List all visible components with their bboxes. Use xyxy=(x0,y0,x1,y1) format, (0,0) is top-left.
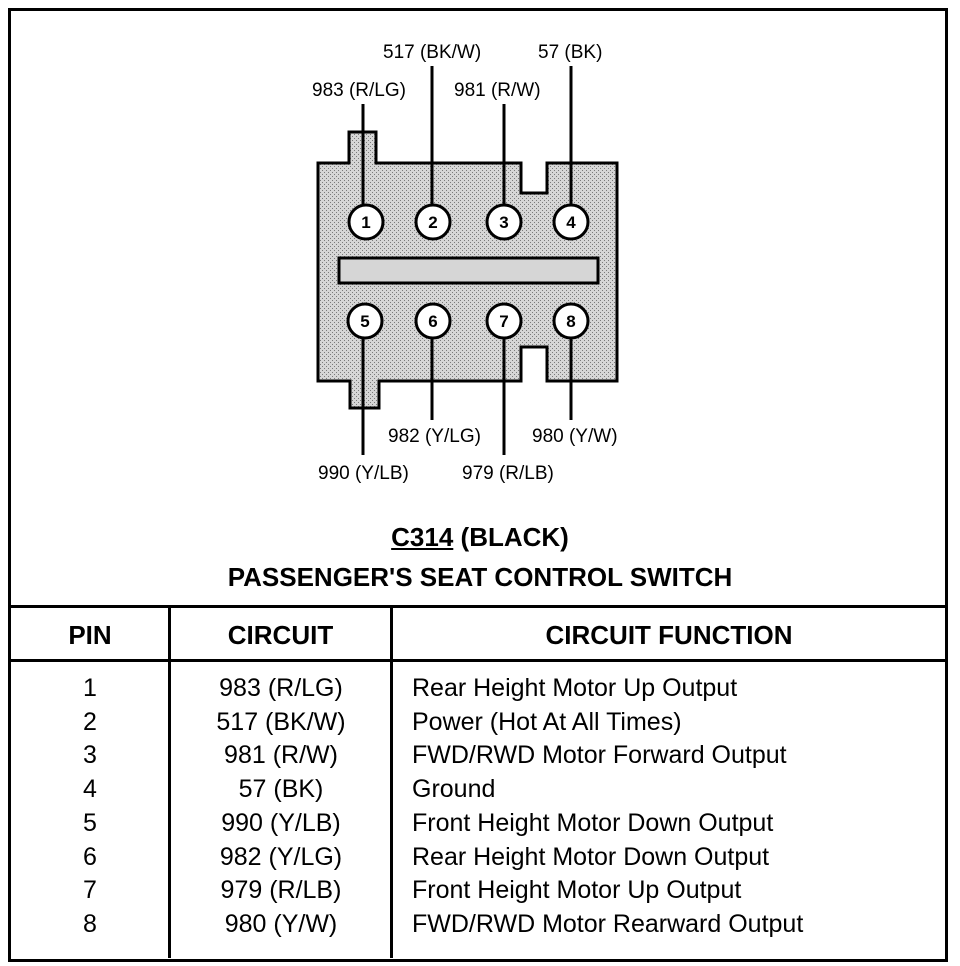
header-function: CIRCUIT FUNCTION xyxy=(545,620,793,650)
pin-6: 6 xyxy=(414,302,452,340)
circuit-cell: 983 (R/LG) xyxy=(219,674,343,702)
pin-5: 5 xyxy=(346,302,384,340)
pin-3: 3 xyxy=(485,203,523,241)
pin-4-number: 4 xyxy=(566,213,576,232)
pin-3-number: 3 xyxy=(499,213,508,232)
table-row: 5 990 (Y/LB) Front Height Motor Down Outpu… xyxy=(0,809,960,843)
connector-id: C314 xyxy=(391,522,454,552)
table-top-rule xyxy=(8,605,948,608)
pin-cell: 5 xyxy=(83,808,97,837)
pin-cell: 2 xyxy=(83,707,97,736)
connector-title: C314 (BLACK) xyxy=(0,522,960,553)
function-cell: FWD/RWD Motor Forward Output xyxy=(412,741,787,770)
function-cell: Front Height Motor Up Output xyxy=(412,876,742,905)
pin-cell: 7 xyxy=(83,876,97,905)
function-cell: Power (Hot At All Times) xyxy=(412,707,682,736)
circuit-cell: 980 (Y/W) xyxy=(224,909,338,938)
function-cell: Ground xyxy=(412,775,496,804)
connector-key-bar xyxy=(337,256,600,285)
pin-2-number: 2 xyxy=(428,213,437,232)
pin-5-number: 5 xyxy=(360,312,369,331)
table-row: 4 57 (BK) Ground xyxy=(0,775,960,809)
function-cell: Rear Height Motor Down Output xyxy=(412,842,770,871)
connector-diagram: 1 2 3 4 5 6 7 8 517 (BK/W) 57 (BK) 983 (… xyxy=(312,42,619,484)
pin-1: 1 xyxy=(347,203,385,241)
wire-label-pin-1: 983 (R/LG) xyxy=(312,80,406,101)
header-pin: PIN xyxy=(68,620,112,650)
pin-7-number: 7 xyxy=(499,312,508,331)
pin-cell: 1 xyxy=(83,674,97,702)
circuit-cell: 982 (Y/LG) xyxy=(219,842,343,871)
circuit-cell: 517 (BK/W) xyxy=(216,707,346,736)
wire-label-pin-2: 517 (BK/W) xyxy=(383,42,481,63)
table-row: 1 983 (R/LG) Rear Height Motor Up Output xyxy=(0,674,960,708)
wire-label-pin-3: 981 (R/W) xyxy=(454,80,541,101)
wire-label-pin-4: 57 (BK) xyxy=(538,42,602,63)
pin-cell: 3 xyxy=(83,741,97,770)
circuit-cell: 981 (R/W) xyxy=(224,741,338,770)
function-cell: Rear Height Motor Up Output xyxy=(412,674,738,702)
circuit-cell: 979 (R/LB) xyxy=(220,876,342,905)
table-row: 2 517 (BK/W) Power (Hot At All Times) xyxy=(0,708,960,742)
pin-4: 4 xyxy=(552,203,590,241)
table-divider-2 xyxy=(390,606,393,958)
function-cell: Front Height Motor Down Output xyxy=(412,808,774,837)
header-circuit: CIRCUIT xyxy=(227,620,334,650)
pin-6-number: 6 xyxy=(428,312,437,331)
diagram-frame xyxy=(8,8,948,962)
pin-2: 2 xyxy=(414,203,452,241)
table-divider-1 xyxy=(168,606,171,958)
table-row: 7 979 (R/LB) Front Height Motor Up Output xyxy=(0,876,960,910)
pin-1-number: 1 xyxy=(361,213,370,232)
table-row: 8 980 (Y/W) FWD/RWD Motor Rearward Output xyxy=(0,910,960,944)
pin-7: 7 xyxy=(485,302,523,340)
circuit-cell: 57 (BK) xyxy=(238,775,324,804)
table-header-rule xyxy=(8,659,948,662)
connector-color: (BLACK) xyxy=(460,522,569,552)
pin-cell: 4 xyxy=(83,775,97,804)
pin-cell: 8 xyxy=(83,909,97,938)
function-cell: FWD/RWD Motor Rearward Output xyxy=(412,909,804,938)
wire-label-pin-7: 979 (R/LB) xyxy=(462,463,554,484)
component-name: PASSENGER'S SEAT CONTROL SWITCH xyxy=(227,562,733,592)
wire-label-pin-8: 980 (Y/W) xyxy=(532,426,618,447)
pin-8: 8 xyxy=(552,302,590,340)
pin-8-number: 8 xyxy=(566,312,575,331)
wire-label-pin-5: 990 (Y/LB) xyxy=(318,463,409,484)
pin-cell: 6 xyxy=(83,842,97,871)
circuit-cell: 990 (Y/LB) xyxy=(221,808,341,837)
table-row: 3 981 (R/W) FWD/RWD Motor Forward Output xyxy=(0,741,960,775)
wire-label-pin-6: 982 (Y/LG) xyxy=(388,426,481,447)
table-row: 6 982 (Y/LG) Rear Height Motor Down Output xyxy=(0,843,960,877)
